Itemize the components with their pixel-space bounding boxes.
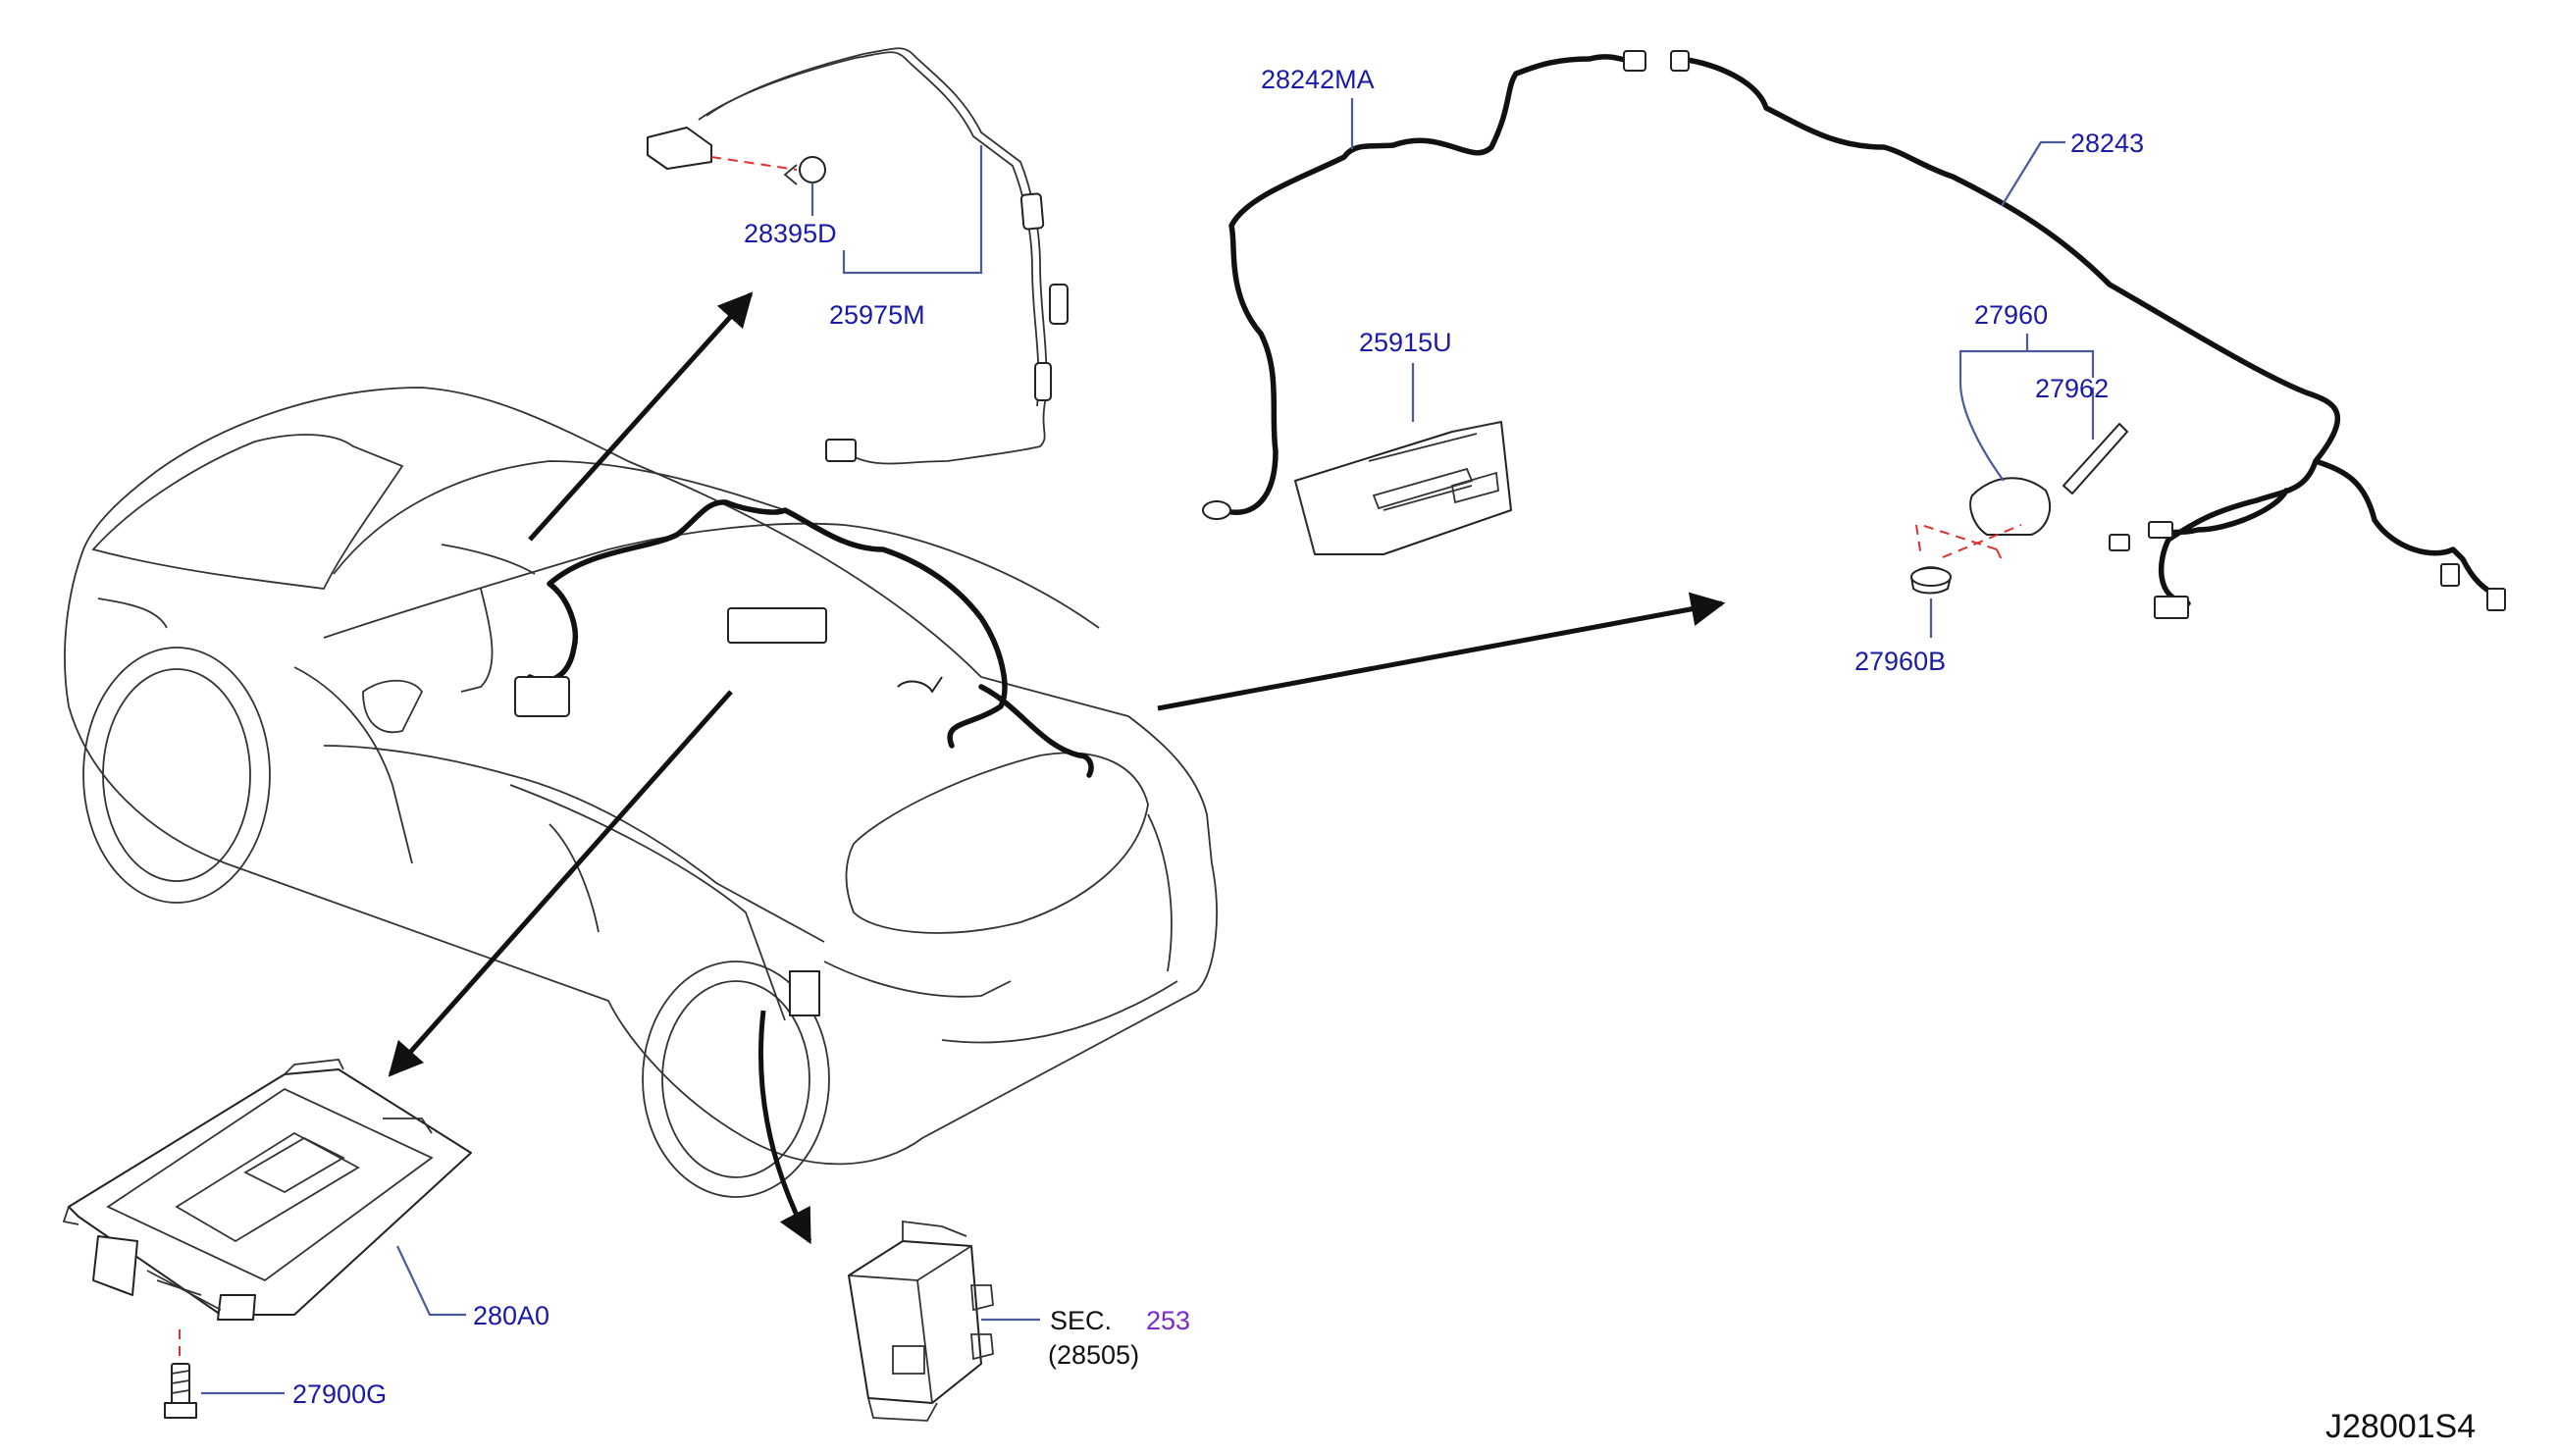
install-line-27960B [1915,524,2022,565]
label-27962: 27962 [2035,374,2109,403]
leader-27962 [2025,334,2095,440]
control-unit-280A0 [62,1059,472,1321]
label-28243: 28243 [2070,129,2144,158]
leader-25975M [842,145,983,275]
label-28395D: 28395D [744,219,837,248]
label-28242MA: 28242MA [1261,65,1375,94]
section-subpart: (28505) [1048,1340,1139,1370]
diagram-code: J28001S4 [2325,1408,2476,1445]
section-number[interactable]: 253 [1146,1306,1190,1335]
module-sec-253 [848,1220,994,1422]
vehicle-outline [64,387,1218,1198]
vehicle-harness [441,499,1094,1016]
label-27900G: 27900G [292,1379,387,1409]
label-25975M: 25975M [829,300,925,330]
callout-arrows [388,291,1726,1245]
radio-unit-25915U [1294,421,1512,555]
roof-antenna [1910,423,2128,595]
radio-harness [1202,50,2506,619]
leader-28243 [2001,140,2065,207]
install-line-28395D [710,156,798,171]
label-27960: 27960 [1974,300,2048,330]
label-27960B: 27960B [1854,647,1946,676]
leader-280A0 [396,1245,466,1317]
bolt-27900G [164,1363,197,1419]
antenna-feeder-harness [647,47,1069,465]
leader-27960 [1958,349,2095,482]
label-280A0: 280A0 [473,1301,549,1330]
label-25915U: 25915U [1359,328,1452,357]
section-prefix: SEC. [1050,1306,1112,1335]
